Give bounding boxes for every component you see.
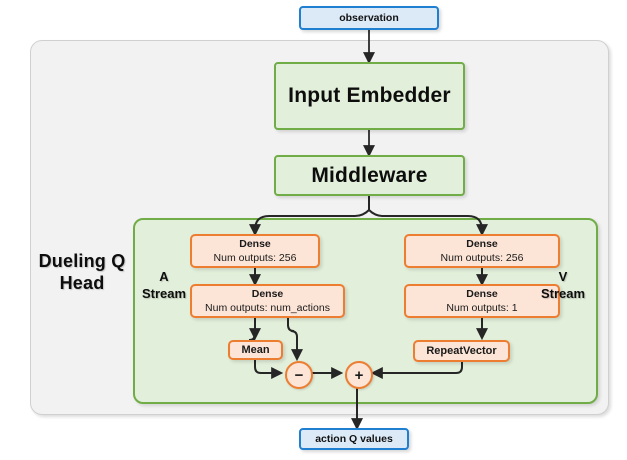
a-stream-dense-256-title: Dense (239, 238, 271, 250)
input-embedder-node[interactable]: Input Embedder (274, 62, 465, 130)
a-stream-label-line2: Stream (141, 286, 187, 301)
v-stream-dense-256-node[interactable]: Dense Num outputs: 256 (404, 234, 560, 268)
input-embedder-label: Input Embedder (288, 84, 451, 107)
a-stream-dense-numactions-title: Dense (251, 288, 284, 300)
a-stream-label: A Stream (140, 268, 188, 302)
observation-node[interactable]: observation (299, 6, 439, 30)
subtract-symbol: − (294, 366, 304, 384)
repeatvector-node[interactable]: RepeatVector (413, 340, 510, 362)
a-stream-dense-numactions-subtitle: Num outputs: num_actions (205, 302, 330, 314)
a-stream-label-line1: A (159, 269, 169, 284)
a-stream-dense-256-node[interactable]: Dense Num outputs: 256 (190, 234, 320, 268)
mean-node[interactable]: Mean (228, 340, 283, 360)
v-stream-dense-1-subtitle: Num outputs: 1 (446, 302, 518, 314)
v-stream-label: V Stream (539, 268, 587, 302)
action-q-values-node[interactable]: action Q values (299, 428, 409, 450)
middleware-node[interactable]: Middleware (274, 155, 465, 196)
mean-label: Mean (241, 344, 270, 356)
v-stream-label-line2: Stream (540, 286, 586, 301)
v-stream-dense-256-title: Dense (466, 238, 498, 250)
v-stream-dense-1-title: Dense (466, 288, 498, 300)
subtract-operator[interactable]: − (285, 361, 313, 389)
v-stream-label-line1: V (558, 269, 568, 284)
observation-label: observation (339, 12, 399, 24)
repeatvector-label: RepeatVector (426, 345, 497, 357)
dueling-q-head-title: Dueling Q Head (34, 250, 130, 294)
add-symbol: + (354, 366, 364, 384)
v-stream-dense-1-node[interactable]: Dense Num outputs: 1 (404, 284, 560, 318)
add-operator[interactable]: + (345, 361, 373, 389)
action-q-values-label: action Q values (315, 433, 393, 445)
middleware-label: Middleware (311, 163, 428, 187)
a-stream-dense-256-subtitle: Num outputs: 256 (213, 252, 297, 264)
dueling-q-head-title-text: Dueling Q Head (38, 251, 126, 293)
v-stream-dense-256-subtitle: Num outputs: 256 (440, 252, 524, 264)
a-stream-dense-numactions-node[interactable]: Dense Num outputs: num_actions (190, 284, 345, 318)
